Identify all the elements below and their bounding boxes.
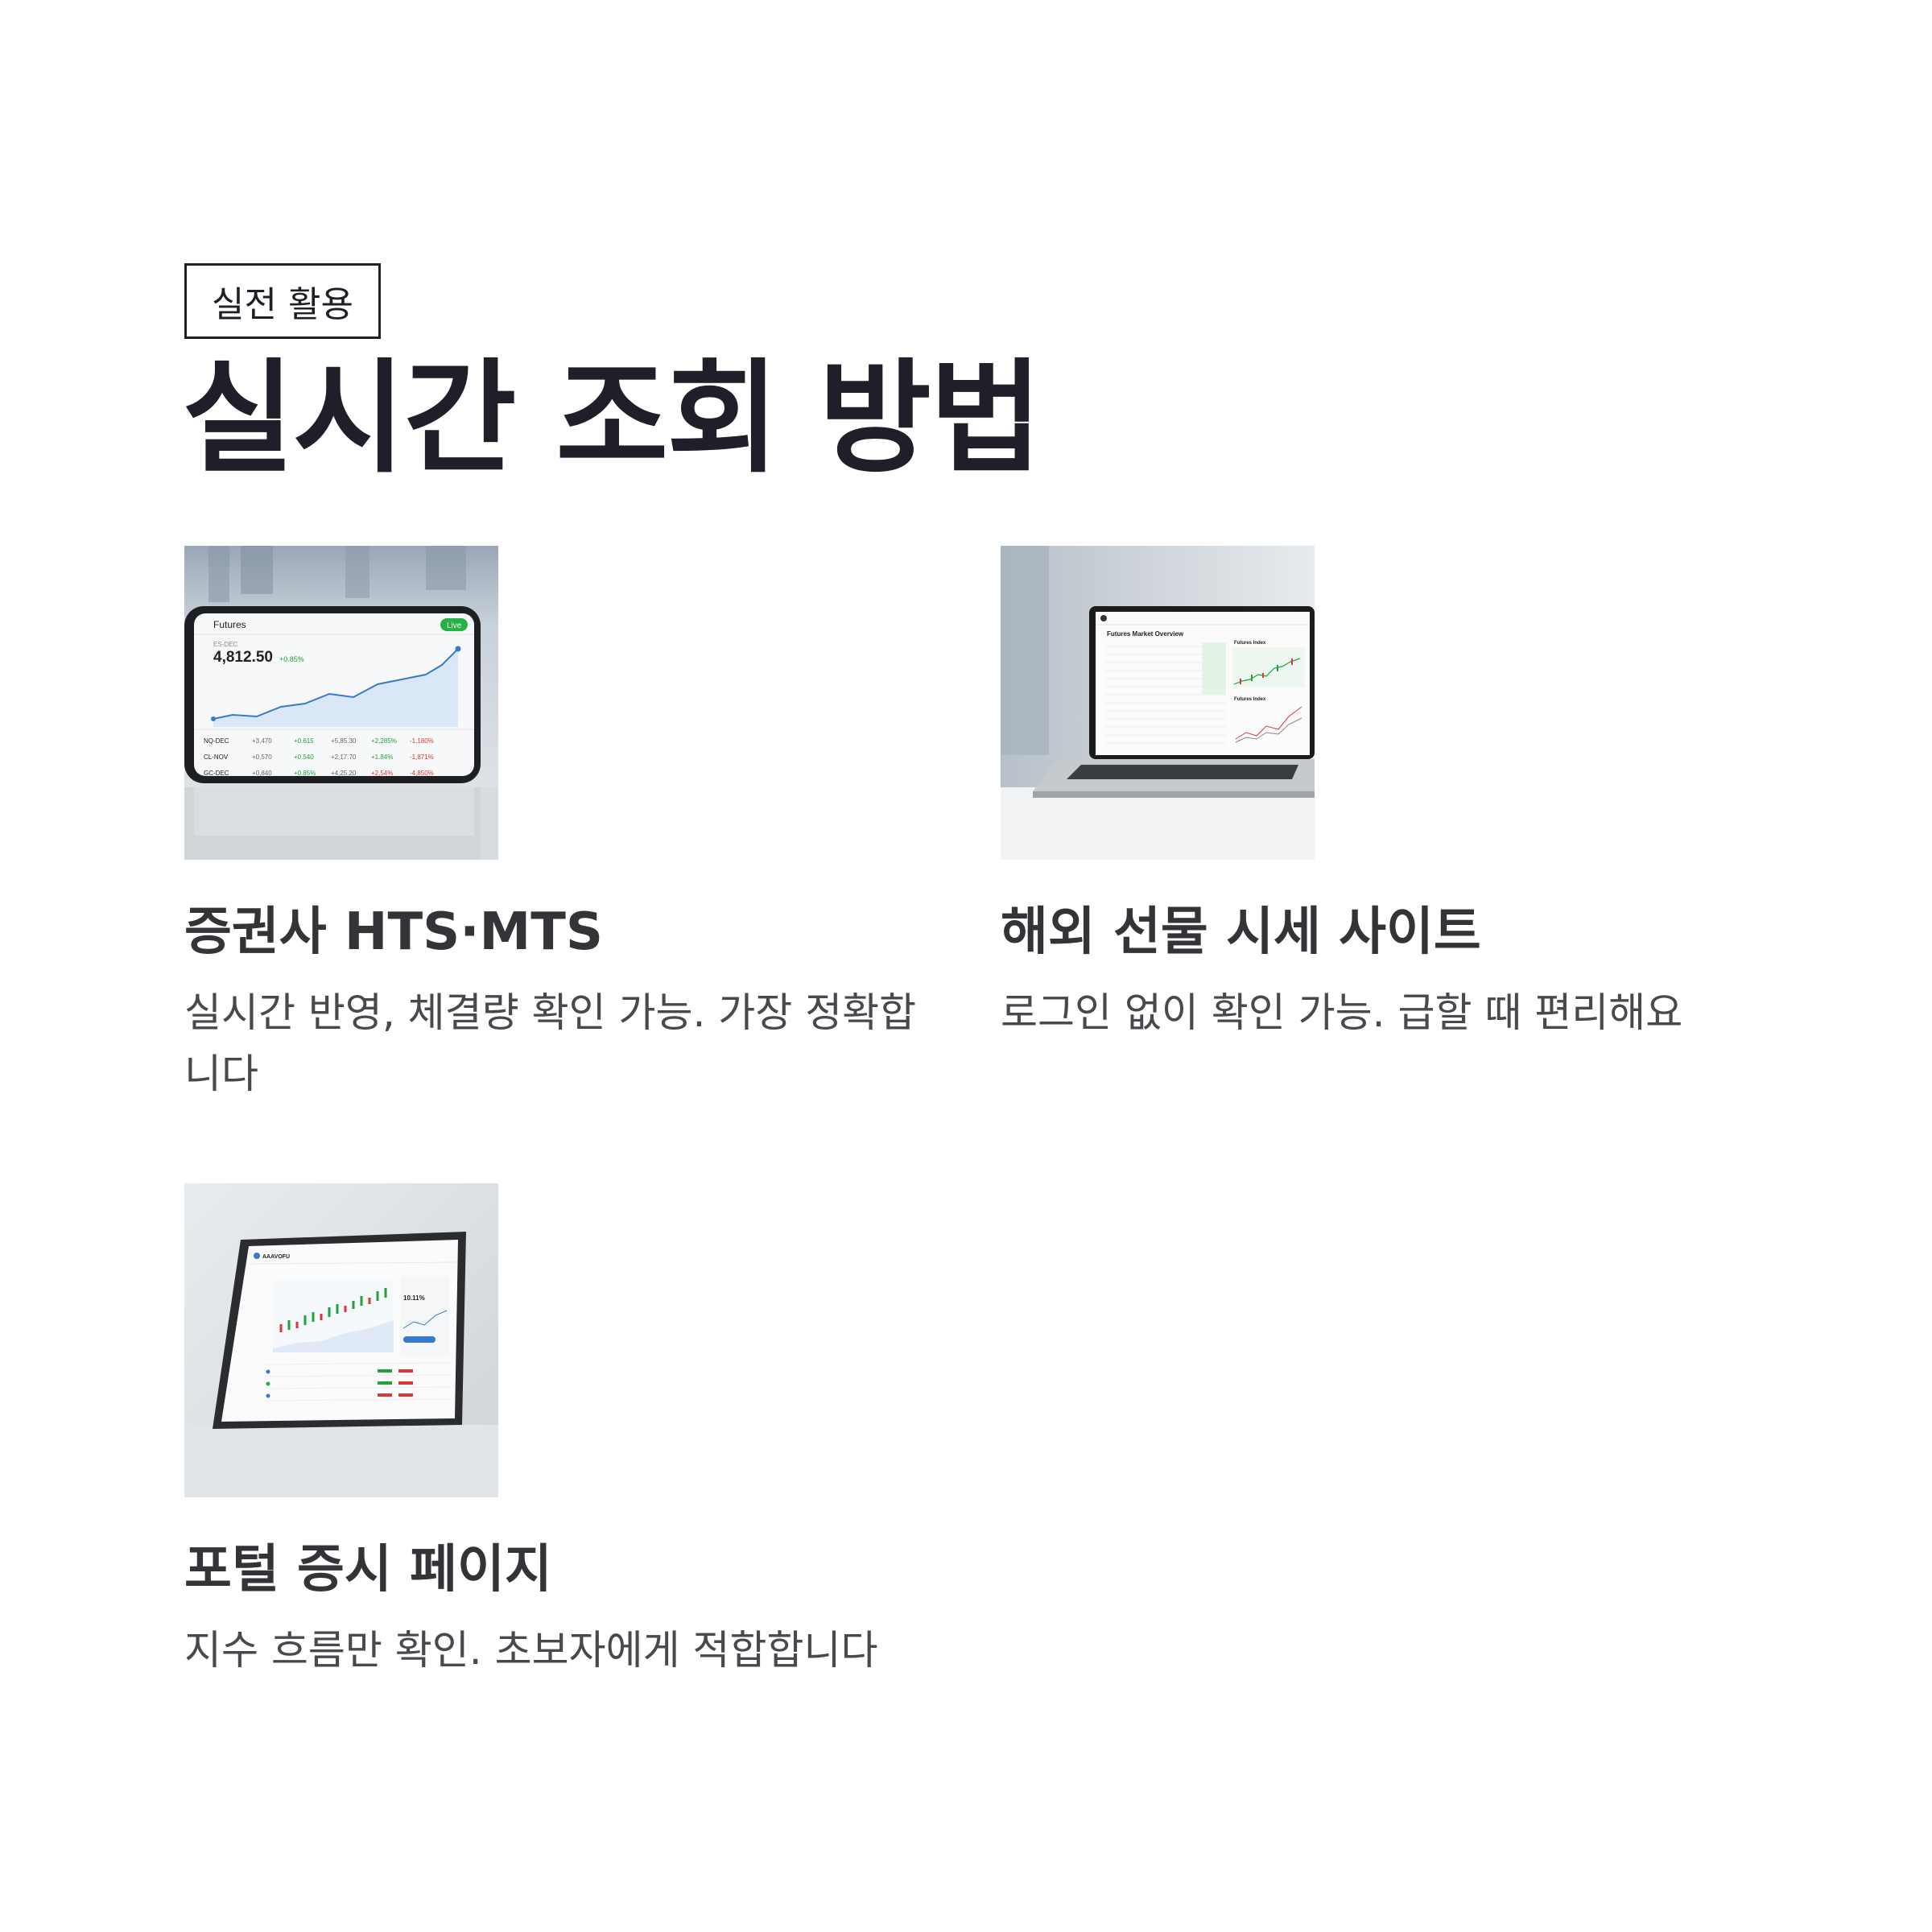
row-value: +3,470 (252, 737, 272, 745)
instrument-label: ES-DEC (213, 641, 237, 648)
row-symbol: CL-NOV (204, 753, 229, 761)
card-description: 지수 흐름만 확인. 초보자에게 적합합니다 (184, 1627, 878, 1674)
row-value: +1.84% (371, 753, 393, 761)
price-value: 4,812.50 (213, 649, 273, 666)
row-value: +0.85% (294, 770, 316, 777)
panel-title: Futures Index (1234, 641, 1266, 646)
card-title: 포털 증시 페이지 (184, 1540, 552, 1600)
price-line (213, 648, 459, 720)
app-name: AAAVOFU (262, 1254, 290, 1260)
card-overseas-site: Futures Market Overview Futures Index (1001, 546, 1765, 1043)
row-value: +0,570 (252, 753, 272, 761)
row-value: -4,850% (410, 770, 434, 777)
tablet-portal-image: AAAVOFU 10.11% (184, 1183, 498, 1497)
row-symbol: NQ-DEC (204, 737, 229, 745)
section-tag: 실전 활용 (184, 263, 381, 339)
page-title: 실시간 조회 방법 (182, 347, 1042, 489)
card-description: 로그인 없이 확인 가능. 급할 때 편리해요 (1001, 989, 1683, 1036)
row-value: +2,54% (371, 770, 393, 777)
row-value: -1,871% (410, 753, 434, 761)
row-value: +0.615 (294, 737, 314, 745)
row-symbol: GC-DEC (204, 770, 229, 777)
row-value: +2,285% (371, 737, 397, 745)
phone-screen-title: Futures (213, 619, 246, 630)
card-title: 해외 선물 시세 사이트 (1001, 902, 1481, 962)
card-description: 실시간 반영, 체결량 확인 가능. 가장 정확합니다 (184, 989, 917, 1097)
price-change: +0.85% (279, 655, 304, 663)
card-portal-page: AAAVOFU 10.11% (184, 1183, 949, 1681)
row-value: +4,25.20 (331, 770, 357, 777)
row-value: +0,840 (252, 770, 272, 777)
panel-title: Futures Index (1234, 697, 1266, 702)
row-value: +0.540 (294, 753, 314, 761)
card-title: 증권사 HTS·MTS (184, 902, 603, 962)
card-hts-mts: Futures Live ES-DEC 4,812.50 +0.85% NQ-D… (184, 546, 949, 1104)
row-value: +2,17.70 (331, 753, 357, 761)
laptop-market-image: Futures Market Overview Futures Index (1001, 546, 1315, 860)
market-overview-title: Futures Market Overview (1107, 630, 1184, 638)
row-value: -1,180% (410, 737, 434, 745)
live-badge: Live (447, 621, 462, 630)
phone-futures-image: Futures Live ES-DEC 4,812.50 +0.85% NQ-D… (184, 546, 498, 860)
row-value: +5,85.30 (331, 737, 357, 745)
stat-value: 10.11% (403, 1294, 425, 1302)
